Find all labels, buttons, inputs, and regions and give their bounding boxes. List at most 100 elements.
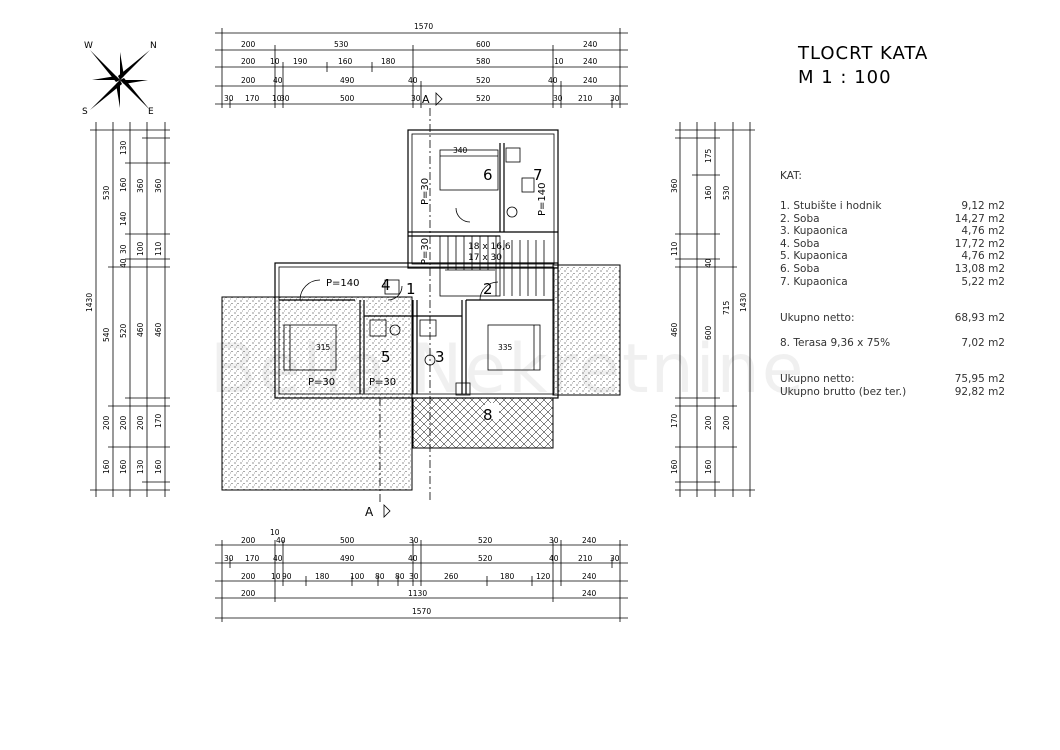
terrace xyxy=(412,397,554,449)
dim-t4-h: 30 xyxy=(553,94,563,103)
dim-t4-f: 30 xyxy=(411,94,421,103)
label-stairs-b: 17 x 30 xyxy=(468,253,502,263)
label-p30-c: P=30 xyxy=(308,377,335,388)
dim-t1-d: 240 xyxy=(583,40,598,49)
legend-net-label: Ukupno netto: xyxy=(780,312,855,325)
dim-b2-d: 490 xyxy=(340,554,355,563)
dim-b3-g: 80 xyxy=(395,572,405,581)
dim-t1-b: 530 xyxy=(334,40,349,49)
dim-b2-e: 40 xyxy=(408,554,418,563)
room-number-7: 7 xyxy=(533,166,543,184)
dim-b4-c: 240 xyxy=(582,589,597,598)
legend-room-label: 3. Kupaonica xyxy=(780,225,848,238)
dim-r2-b: 160 xyxy=(704,185,713,200)
dim-t2-h: 240 xyxy=(583,57,598,66)
title-line-2: M 1 : 100 xyxy=(798,67,892,88)
dim-r2-e: 200 xyxy=(704,415,713,430)
label-p30-b: P=30 xyxy=(420,238,431,265)
section-label-top: A xyxy=(422,93,430,106)
dim-l5-a: 360 xyxy=(154,178,163,193)
dim-b2-g: 40 xyxy=(549,554,559,563)
dim-t4-e: 500 xyxy=(340,94,355,103)
plan: A A 1 2 3 4 5 6 7 8 P=140 P=140 P=30 P=3… xyxy=(221,92,621,519)
dim-t3-c: 490 xyxy=(340,76,355,85)
dim-b1-f: 520 xyxy=(478,536,493,545)
dim-b3-i: 260 xyxy=(444,572,459,581)
legend-room-label: 7. Kupaonica xyxy=(780,275,848,288)
legend-room-area: 4,76 m2 xyxy=(961,250,1005,263)
dim-t4-a: 30 xyxy=(224,94,234,103)
dim-t2-e: 180 xyxy=(381,57,396,66)
legend-net-total-row: Ukupno netto:75,95 m2 xyxy=(780,373,1005,386)
dim-b2-i: 30 xyxy=(610,554,620,563)
dim-t2-g: 10 xyxy=(554,57,564,66)
legend-room-area: 17,72 m2 xyxy=(954,237,1005,250)
right-dimensions: 360 110 460 170 160 175 160 40 600 200 1… xyxy=(670,122,755,497)
dim-t2-b: 10 xyxy=(270,57,280,66)
section-arrow-bottom-icon xyxy=(383,504,391,518)
label-p30-d: P=30 xyxy=(369,377,396,388)
dim-l3-a: 130 xyxy=(119,140,128,155)
room-number-4: 4 xyxy=(381,276,391,294)
dim-r1-a: 360 xyxy=(670,178,679,193)
dim-r1-c: 460 xyxy=(670,322,679,337)
dim-l4-d: 200 xyxy=(136,415,145,430)
garden-right xyxy=(552,264,621,396)
dim-b2-b: 170 xyxy=(245,554,260,563)
dim-b3-b: 10 xyxy=(271,572,281,581)
dim-r3-a: 530 xyxy=(722,185,731,200)
dim-t4-j: 30 xyxy=(610,94,620,103)
room-number-8: 8 xyxy=(483,406,493,424)
dim-l5-d: 170 xyxy=(154,413,163,428)
dim-l5-b: 110 xyxy=(154,241,163,256)
dim-l2-a: 530 xyxy=(102,185,111,200)
dim-l5-c: 460 xyxy=(154,322,163,337)
legend-row: 2. Soba 14,27 m2 xyxy=(780,213,1005,226)
dim-b1-b: 200 xyxy=(241,536,256,545)
legend-room-label: 2. Soba xyxy=(780,212,820,225)
compass-e: E xyxy=(148,107,154,117)
dim-t3-b: 40 xyxy=(273,76,283,85)
legend-room-area: 14,27 m2 xyxy=(954,212,1005,225)
label-p140-a: P=140 xyxy=(326,278,360,289)
dim-t4-i: 210 xyxy=(578,94,593,103)
dim-r2-d: 600 xyxy=(704,325,713,340)
room-number-1: 1 xyxy=(406,280,416,298)
dim-b3-d: 180 xyxy=(315,572,330,581)
legend-room-area: 4,76 m2 xyxy=(961,225,1005,238)
legend-room-label: 5. Kupaonica xyxy=(780,250,848,263)
legend-row: 4. Soba 17,72 m2 xyxy=(780,238,1005,251)
legend-terrace-value: 7,02 m2 xyxy=(961,336,1005,349)
dim-t1-a: 200 xyxy=(241,40,256,49)
dim-r1-d: 170 xyxy=(670,413,679,428)
dim-r2-c: 40 xyxy=(704,258,713,268)
room-number-5: 5 xyxy=(381,348,391,366)
dim-b3-k: 120 xyxy=(536,572,551,581)
dim-r4: 1430 xyxy=(739,293,748,312)
dim-b1-d: 500 xyxy=(340,536,355,545)
legend-row: 3. Kupaonica 4,76 m2 xyxy=(780,225,1005,238)
label-340: 340 xyxy=(453,146,468,155)
dim-b1-e: 30 xyxy=(409,536,419,545)
dim-l1: 1430 xyxy=(85,293,94,312)
compass-rose-icon: W N S E xyxy=(82,41,157,117)
title-line-1: TLOCRT KATA xyxy=(798,43,929,64)
compass-s: S xyxy=(82,107,88,117)
dim-b4-a: 200 xyxy=(241,589,256,598)
room-number-3: 3 xyxy=(435,348,445,366)
dim-b4-b: 1130 xyxy=(408,589,427,598)
label-335: 335 xyxy=(498,343,513,352)
dim-r2-a: 175 xyxy=(704,148,713,163)
room-number-2: 2 xyxy=(483,280,493,298)
dim-b3-l: 240 xyxy=(582,572,597,581)
legend-room-label: 4. Soba xyxy=(780,237,820,250)
dim-b1-g: 30 xyxy=(549,536,559,545)
compass-w: W xyxy=(84,41,93,51)
dim-l3-c: 140 xyxy=(119,211,128,226)
dim-t4-c: 10 xyxy=(272,94,282,103)
dim-l3-b: 160 xyxy=(119,177,128,192)
